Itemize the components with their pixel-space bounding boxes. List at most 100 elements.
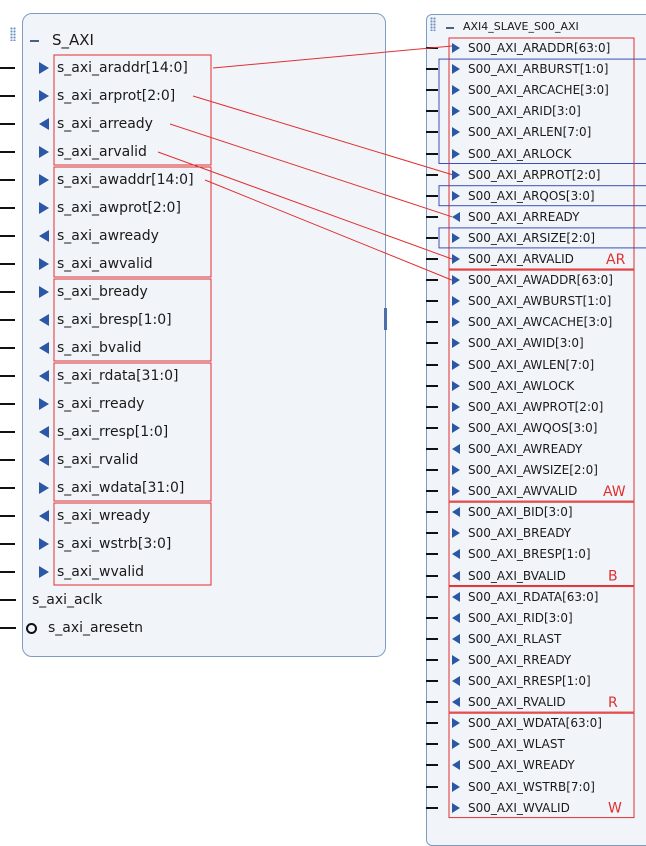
left-port[interactable]: s_axi_wvalid bbox=[0, 561, 144, 583]
port-pin bbox=[426, 258, 438, 260]
input-arrow-icon bbox=[39, 258, 49, 270]
left-port[interactable]: s_axi_bvalid bbox=[0, 337, 141, 359]
port-pin bbox=[0, 263, 15, 265]
port-pin bbox=[0, 179, 15, 181]
right-port[interactable]: S00_AXI_AWSIZE[2:0] bbox=[426, 460, 598, 480]
port-label: S00_AXI_WVALID bbox=[468, 800, 570, 815]
right-port[interactable]: S00_AXI_WLAST bbox=[426, 734, 565, 754]
left-port[interactable]: s_axi_arvalid bbox=[0, 141, 147, 163]
left-port[interactable]: s_axi_arready bbox=[0, 113, 153, 135]
input-arrow-icon bbox=[452, 127, 460, 138]
left-port[interactable]: s_axi_awready bbox=[0, 225, 159, 247]
right-port[interactable]: S00_AXI_ARID[3:0] bbox=[426, 101, 581, 121]
port-label: s_axi_rdata[31:0] bbox=[57, 368, 179, 384]
left-port[interactable]: s_axi_araddr[14:0] bbox=[0, 57, 188, 79]
right-port[interactable]: S00_AXI_AWPROT[2:0] bbox=[426, 397, 603, 417]
right-port[interactable]: S00_AXI_WSTRB[7:0] bbox=[426, 777, 595, 797]
right-port[interactable]: S00_AXI_ARREADY bbox=[426, 207, 579, 227]
left-group-box bbox=[53, 54, 212, 166]
left-port[interactable]: s_axi_awvalid bbox=[0, 253, 153, 275]
port-connection-line bbox=[157, 151, 453, 260]
port-label: s_axi_rvalid bbox=[57, 452, 139, 468]
port-label: S00_AXI_ARREADY bbox=[468, 209, 580, 224]
output-arrow-icon bbox=[452, 676, 460, 686]
port-label: S00_AXI_ARBURST[1:0] bbox=[468, 62, 609, 77]
left-port[interactable]: s_axi_bready bbox=[0, 281, 148, 303]
port-pin bbox=[426, 764, 438, 767]
left-collapse-icon[interactable] bbox=[30, 40, 39, 42]
left-scalar-port[interactable]: s_axi_aresetn bbox=[0, 617, 143, 639]
input-arrow-icon bbox=[39, 566, 49, 578]
active-low-circle-icon bbox=[26, 622, 37, 634]
right-port[interactable]: S00_AXI_AWBURST[1:0] bbox=[426, 291, 611, 311]
port-label: S00_AXI_BREADY bbox=[468, 526, 572, 541]
right-port[interactable]: S00_AXI_BRESP[1:0] bbox=[426, 544, 591, 564]
left-port[interactable]: s_axi_arprot[2:0] bbox=[0, 85, 175, 107]
right-port[interactable]: S00_AXI_ARSIZE[2:0] bbox=[426, 228, 595, 248]
right-port[interactable]: S00_AXI_WREADY bbox=[426, 755, 575, 775]
right-port[interactable]: S00_AXI_RID[3:0] bbox=[426, 608, 573, 628]
port-pin bbox=[0, 487, 15, 489]
right-port[interactable]: S00_AXI_AWCACHE[3:0] bbox=[426, 312, 612, 332]
input-arrow-icon bbox=[452, 401, 460, 412]
left-drag-grip-icon[interactable] bbox=[10, 27, 16, 41]
left-port[interactable]: s_axi_awaddr[14:0] bbox=[0, 169, 194, 191]
port-pin bbox=[0, 431, 15, 433]
right-block-title: AXI4_SLAVE_S00_AXI bbox=[463, 20, 579, 33]
port-pin bbox=[426, 469, 438, 471]
right-port[interactable]: S00_AXI_ARCACHE[3:0] bbox=[426, 80, 609, 100]
output-arrow-icon bbox=[452, 549, 460, 560]
right-port[interactable]: S00_AXI_BID[3:0] bbox=[426, 502, 573, 522]
port-label: s_axi_wstrb[3:0] bbox=[57, 536, 172, 552]
right-drag-grip-icon[interactable] bbox=[430, 17, 436, 31]
left-port[interactable]: s_axi_bresp[1:0] bbox=[0, 309, 172, 331]
port-label: s_axi_awaddr[14:0] bbox=[57, 172, 194, 188]
left-port[interactable]: s_axi_awprot[2:0] bbox=[0, 197, 181, 219]
right-port[interactable]: S00_AXI_AWADDR[63:0] bbox=[426, 270, 613, 290]
right-port[interactable]: S00_AXI_AWVALID bbox=[426, 481, 577, 501]
port-label: S00_AXI_ARVALID bbox=[468, 252, 574, 266]
port-label: s_axi_awready bbox=[57, 228, 159, 244]
port-pin bbox=[426, 363, 438, 366]
right-port[interactable]: S00_AXI_AWREADY bbox=[426, 439, 582, 459]
port-pin bbox=[426, 616, 438, 619]
right-port[interactable]: S00_AXI_WVALID bbox=[426, 798, 570, 818]
right-port[interactable]: S00_AXI_ARLOCK bbox=[426, 144, 571, 164]
right-port[interactable]: S00_AXI_WDATA[63:0] bbox=[426, 713, 602, 733]
port-label: S00_AXI_AWREADY bbox=[468, 441, 583, 456]
port-pin bbox=[426, 701, 438, 704]
right-port[interactable]: S00_AXI_RLAST bbox=[426, 629, 561, 649]
right-port[interactable]: S00_AXI_BVALID bbox=[426, 566, 566, 586]
left-port[interactable]: s_axi_wdata[31:0] bbox=[0, 477, 184, 499]
right-port[interactable]: S00_AXI_ARLEN[7:0] bbox=[426, 122, 591, 142]
port-label: S00_AXI_WDATA[63:0] bbox=[468, 716, 602, 731]
block-resize-handle[interactable] bbox=[384, 308, 387, 330]
s-axi-block[interactable] bbox=[22, 13, 386, 657]
right-collapse-icon[interactable] bbox=[446, 27, 454, 29]
left-port[interactable]: s_axi_rdata[31:0] bbox=[0, 365, 178, 387]
right-port[interactable]: S00_AXI_BREADY bbox=[426, 523, 571, 543]
input-arrow-icon bbox=[452, 275, 460, 286]
right-port[interactable]: S00_AXI_RVALID bbox=[426, 692, 566, 712]
right-port[interactable]: S00_AXI_RDATA[63:0] bbox=[426, 587, 598, 607]
right-port[interactable]: S00_AXI_AWLOCK bbox=[426, 376, 574, 396]
right-port[interactable]: S00_AXI_AWQOS[3:0] bbox=[426, 418, 597, 438]
port-pin bbox=[426, 722, 438, 725]
right-port[interactable]: S00_AXI_ARPROT[2:0] bbox=[426, 165, 600, 185]
right-port[interactable]: S00_AXI_ARVALID bbox=[426, 249, 574, 269]
axi4-slave-block[interactable] bbox=[426, 14, 646, 846]
left-scalar-port[interactable]: s_axi_aclk bbox=[0, 589, 102, 611]
right-port[interactable]: S00_AXI_ARQOS[3:0] bbox=[426, 186, 595, 206]
left-port[interactable]: s_axi_rvalid bbox=[0, 449, 138, 471]
right-port[interactable]: S00_AXI_AWLEN[7:0] bbox=[426, 355, 594, 375]
left-port[interactable]: s_axi_rready bbox=[0, 393, 144, 415]
left-port[interactable]: s_axi_wstrb[3:0] bbox=[0, 533, 171, 555]
left-port[interactable]: s_axi_wready bbox=[0, 505, 150, 527]
group-label: W bbox=[608, 801, 622, 817]
right-port[interactable]: S00_AXI_RRESP[1:0] bbox=[426, 671, 591, 691]
right-port[interactable]: S00_AXI_ARBURST[1:0] bbox=[426, 59, 608, 79]
right-port[interactable]: S00_AXI_AWID[3:0] bbox=[426, 333, 584, 353]
right-port[interactable]: S00_AXI_RREADY bbox=[426, 650, 571, 670]
port-pin bbox=[426, 595, 438, 598]
left-port[interactable]: s_axi_rresp[1:0] bbox=[0, 421, 168, 443]
